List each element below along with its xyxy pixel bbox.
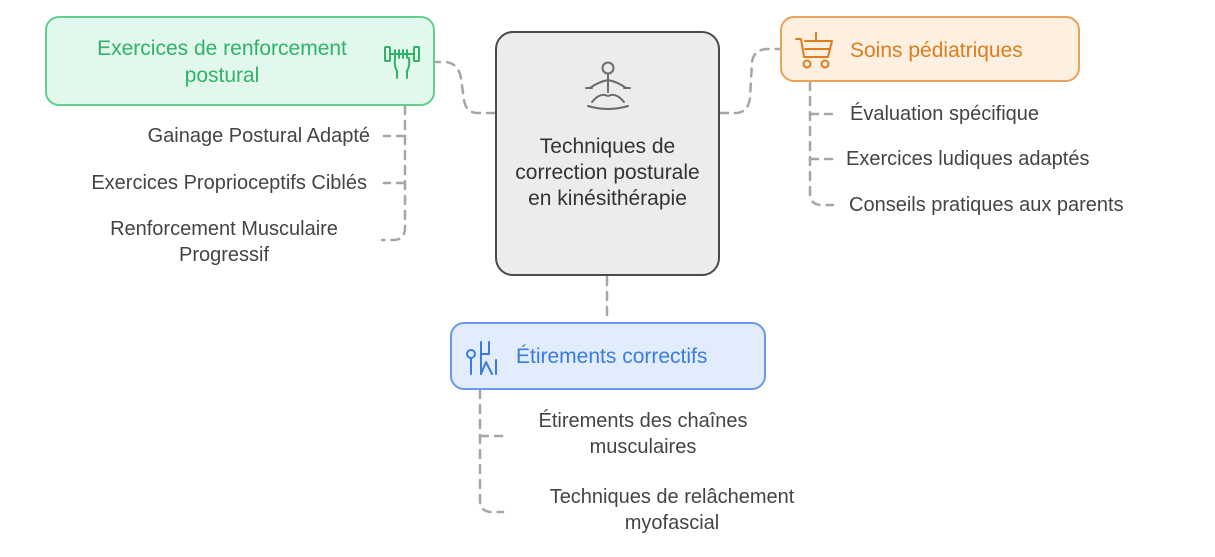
branch-etirements-title: Étirements correctifs [516, 345, 708, 368]
connector-etirements-items [478, 388, 505, 514]
leaf-renforcement-1: Gainage Postural Adapté [147, 125, 370, 147]
leaf-etirements-2: Techniques de relâchement myofascial [549, 486, 795, 534]
leaf-etirements-1: Étirements des chaînes musculaires [538, 410, 748, 458]
center-title: Techniques de correction posturale en ki… [515, 135, 700, 210]
branch-renforcement-title: Exercices de renforcement postural [97, 37, 347, 87]
branch-renforcement: Exercices de renforcement postural [45, 16, 435, 106]
leaf-pediatrie-2: Exercices ludiques adaptés [846, 148, 1090, 170]
leaf-pediatrie-1: Évaluation spécifique [850, 103, 1040, 125]
branch-pediatrie: Soins pédiatriques [780, 16, 1080, 82]
leaf-renforcement-3: Renforcement Musculaire Progressif [110, 218, 338, 266]
branch-etirements: Étirements correctifs [450, 322, 766, 390]
leaf-pediatrie-3: Conseils pratiques aux parents [849, 194, 1124, 216]
leaf-renforcement-2: Exercices Proprioceptifs Ciblés [91, 172, 367, 194]
branch-pediatrie-title: Soins pédiatriques [850, 39, 1023, 62]
stroller-icon [795, 32, 833, 69]
center-node: Techniques de correction posturale en ki… [495, 31, 720, 276]
connector-pediatrie-items [808, 80, 835, 207]
dumbbell-hand-icon [384, 46, 420, 79]
connector-center-renforcement [434, 60, 497, 115]
meditation-icon [585, 61, 631, 110]
connector-renforcement-items [380, 104, 407, 242]
stretching-person-icon [466, 341, 497, 375]
connector-center-pediatrie [718, 47, 782, 115]
